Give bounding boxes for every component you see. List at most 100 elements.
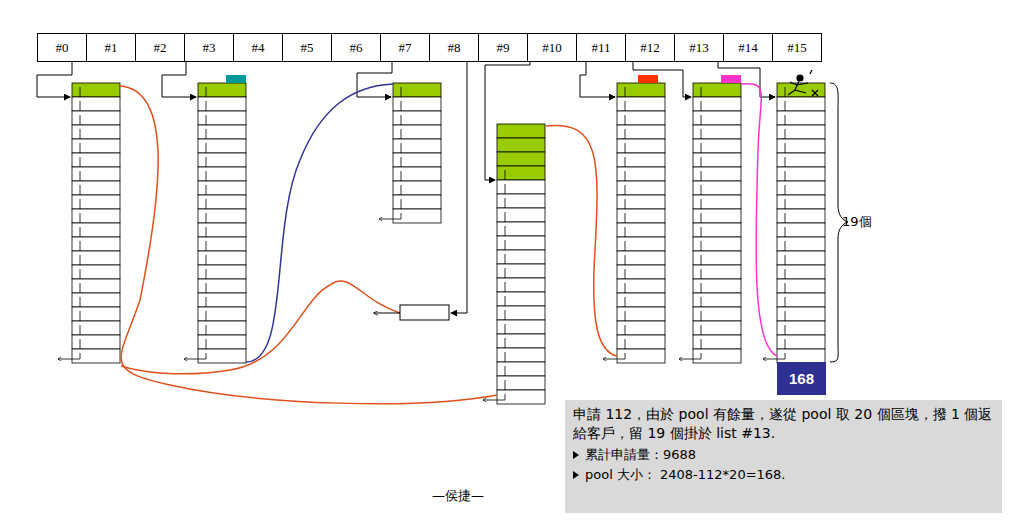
chunk (777, 139, 825, 153)
chunk (693, 209, 741, 223)
free-link (121, 281, 400, 374)
text-block: 申請 112，由於 pool 有餘量，遂從 pool 取 20 個區塊，撥 1 … (573, 405, 994, 443)
chunk (617, 97, 665, 111)
next-arrow (785, 353, 786, 359)
chunk (777, 265, 825, 279)
text-block: #9 (497, 40, 510, 56)
text-block: #13 (689, 40, 709, 56)
bullet (573, 471, 579, 479)
chunk (72, 111, 120, 125)
chunk (393, 153, 441, 167)
allocated-mark (226, 75, 246, 83)
null-arrow (763, 359, 785, 360)
chunk (777, 321, 825, 335)
text-block: #6 (350, 40, 363, 56)
slot-label: #1 (105, 40, 118, 55)
text-block: #11 (591, 40, 610, 56)
chunk (693, 265, 741, 279)
text-block: #15 (787, 40, 807, 56)
chunk (617, 223, 665, 237)
text-block: #1 (105, 40, 118, 56)
chunk (393, 125, 441, 139)
chunk (198, 251, 246, 265)
list-slot: #13 (674, 33, 724, 62)
text-block: #7 (399, 40, 412, 56)
chunk (72, 279, 120, 293)
list-slot: #8 (429, 33, 479, 62)
allocated-mark (721, 75, 741, 83)
next-arrow (505, 394, 506, 400)
chunk (497, 362, 545, 376)
text-block: 168 (789, 370, 814, 387)
chunk (393, 195, 441, 209)
list-slot: #9 (478, 33, 528, 62)
chunk (777, 237, 825, 251)
chunk (393, 167, 441, 181)
chunk (198, 349, 246, 363)
chunk (777, 195, 825, 209)
chunk (497, 348, 545, 362)
list-slot: #7 (380, 33, 430, 62)
chunk (393, 97, 441, 111)
chunk (693, 167, 741, 181)
text-block: #4 (252, 40, 265, 56)
chunk (393, 209, 441, 223)
chunk (693, 223, 741, 237)
chunk (617, 251, 665, 265)
pool-block: 168 (777, 362, 826, 395)
list-slot: #3 (184, 33, 234, 62)
text-block: #8 (448, 40, 461, 56)
list-slot: #6 (331, 33, 381, 62)
slot-label: #12 (640, 40, 660, 55)
slot-label: #14 (738, 40, 758, 55)
chunk (777, 209, 825, 223)
next-arrow (206, 353, 207, 359)
chunk (497, 292, 545, 306)
note-text: 累計申請量：9688 (585, 446, 696, 464)
chunk (617, 209, 665, 223)
text-block: #12 (640, 40, 660, 56)
chunk (198, 293, 246, 307)
slot-label: #13 (689, 40, 709, 55)
chunk (198, 209, 246, 223)
chunk (72, 223, 120, 237)
chunk (617, 181, 665, 195)
chunk (72, 167, 120, 181)
chunk (777, 83, 825, 97)
chunk (198, 97, 246, 111)
chunk (497, 306, 545, 320)
chunk (617, 265, 665, 279)
next-arrow (625, 353, 626, 359)
chunk (777, 349, 825, 363)
chunk (497, 278, 545, 292)
list-slot: #15 (772, 33, 822, 62)
chunk (617, 111, 665, 125)
chunk (497, 180, 545, 194)
chunk (198, 237, 246, 251)
slot-label: #5 (301, 40, 314, 55)
chunk (72, 209, 120, 223)
chunk (777, 97, 825, 111)
chunk (693, 153, 741, 167)
note-text: 申請 112，由於 pool 有餘量，遂從 pool 取 20 個區塊，撥 1 … (573, 406, 992, 441)
chunk (72, 139, 120, 153)
chunk (72, 293, 120, 307)
chunk (693, 321, 741, 335)
slot-label: #15 (787, 40, 807, 55)
free-link (246, 84, 393, 362)
chunk (198, 223, 246, 237)
list-slot: #12 (625, 33, 675, 62)
chunk (198, 307, 246, 321)
free-link (546, 125, 617, 356)
slot-label: #11 (591, 40, 610, 55)
note-box: 申請 112，由於 pool 有餘量，遂從 pool 取 20 個區塊，撥 1 … (565, 400, 1002, 513)
free-link (741, 84, 777, 356)
chunk (393, 181, 441, 195)
text-block: #2 (154, 40, 167, 56)
chunk (72, 83, 120, 97)
list-slot: #10 (527, 33, 577, 62)
chunk (198, 335, 246, 349)
null-arrow (603, 359, 625, 360)
chunk (497, 208, 545, 222)
chunk (497, 124, 545, 138)
